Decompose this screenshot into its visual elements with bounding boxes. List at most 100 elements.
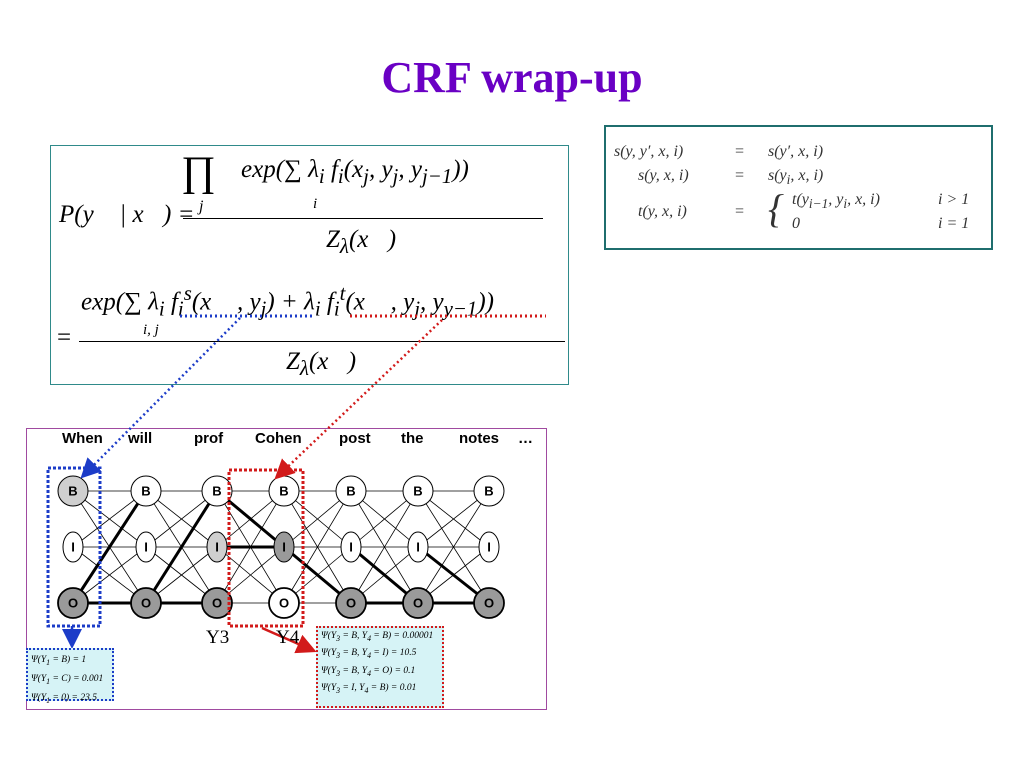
state-node-label: B bbox=[484, 484, 493, 499]
potential-row: Ψ(Y1 = C) = 0.001 bbox=[31, 673, 104, 686]
pairwise-potential-table: Ψ(Y3 = B, Y4 = B) = 0.00001 Ψ(Y3 = B, Y4… bbox=[316, 626, 444, 711]
def2-eq: = bbox=[734, 167, 745, 184]
potential-row: Ψ(Y1 = 0) = 23.5 bbox=[31, 692, 97, 705]
numerator-2: exp(∑ λi fis(x⃗ , yj) + λi fit(x⃗ , yj, … bbox=[81, 281, 494, 321]
def1-lhs: s(y, y′, x, i) bbox=[614, 143, 684, 160]
state-node-b bbox=[130, 475, 162, 507]
state-node-i bbox=[478, 531, 500, 563]
state-node-o bbox=[130, 587, 162, 619]
def3-lhs: t(y, x, i) bbox=[638, 203, 687, 220]
y3-label: Y3 bbox=[206, 627, 230, 648]
state-node-label: B bbox=[68, 484, 77, 499]
product-subscript: j bbox=[199, 198, 204, 215]
state-node-label: I bbox=[144, 540, 148, 555]
state-node-label: I bbox=[215, 540, 219, 555]
probability-formula-box: P(y⃗ | x⃗) = ∏ j exp(∑ λi fi(xj, yj, yj−… bbox=[50, 145, 569, 385]
state-node-i bbox=[62, 531, 84, 563]
state-node-label: B bbox=[279, 484, 288, 499]
state-node-label: I bbox=[282, 540, 286, 555]
sum-subscript-2: i, j bbox=[143, 322, 159, 338]
lattice-edge bbox=[417, 490, 490, 604]
unary-potential-table: Ψ(Y1 = B) = 1 Ψ(Y1 = C) = 0.001 Ψ(Y1 = 0… bbox=[26, 648, 114, 705]
state-node-o bbox=[402, 587, 434, 619]
numerator-1: exp(∑ λi fi(xj, yj, yj−1)) bbox=[241, 156, 469, 188]
slide-title: CRF wrap-up bbox=[381, 53, 643, 102]
lattice-nodes: B I O B I O B I O B I O B I O B I O B I O bbox=[57, 475, 505, 619]
def3-eq: = bbox=[734, 203, 745, 220]
denominator-1: Zλ(x⃗) bbox=[326, 226, 397, 258]
red-table-arrow bbox=[261, 626, 317, 654]
state-node-label: I bbox=[71, 540, 75, 555]
state-node-label: I bbox=[349, 540, 353, 555]
state-node-label: O bbox=[346, 596, 356, 611]
def2-rhs: s(yi, x, i) bbox=[768, 167, 824, 188]
denominator-2: Zλ(x⃗) bbox=[286, 348, 357, 380]
word-label: … bbox=[518, 430, 533, 447]
state-node-label: O bbox=[212, 596, 222, 611]
word-label: When bbox=[62, 430, 103, 447]
state-node-label: B bbox=[413, 484, 422, 499]
word-label: will bbox=[128, 430, 153, 447]
word-label: the bbox=[401, 430, 424, 447]
state-node-b bbox=[201, 475, 233, 507]
state-node-label: I bbox=[487, 540, 491, 555]
fraction-bar-2 bbox=[79, 341, 565, 342]
lattice-edge bbox=[350, 490, 419, 604]
state-node-label: O bbox=[141, 596, 151, 611]
state-node-label: O bbox=[279, 596, 289, 611]
state-node-o bbox=[201, 587, 233, 619]
lattice-edge bbox=[144, 490, 219, 604]
def3-brace: { bbox=[768, 186, 784, 231]
state-node-label: O bbox=[484, 596, 494, 611]
lattice-edge bbox=[283, 490, 352, 604]
potential-row: Ψ(Y3 = B, Y4 = I) = 10.5 bbox=[321, 648, 417, 661]
potential-row: Ψ(Y3 = I, Y4 = B) = 0.01 bbox=[321, 683, 417, 696]
state-node-i bbox=[340, 531, 362, 563]
state-node-i bbox=[273, 531, 295, 563]
definitions-box: s(y, y′, x, i) = s(y′, x, i) s(y, x, i) … bbox=[604, 125, 993, 250]
word-label: Cohen bbox=[255, 430, 302, 447]
state-node-i bbox=[206, 531, 228, 563]
formula-lhs: P(y⃗ | x⃗) = bbox=[59, 201, 195, 228]
state-node-label: B bbox=[346, 484, 355, 499]
red-pointer-arrow bbox=[274, 319, 443, 480]
state-node-b bbox=[402, 475, 434, 507]
potential-row: Ψ(Y3 = B, Y4 = B) = 0.00001 bbox=[321, 631, 434, 643]
sum-subscript-1: i bbox=[313, 196, 318, 212]
state-node-b bbox=[57, 475, 89, 507]
state-node-label: O bbox=[413, 596, 423, 611]
def2-lhs: s(y, x, i) bbox=[638, 167, 689, 184]
y4-label: Y4 bbox=[276, 627, 300, 648]
def3-cond1: i > 1 bbox=[938, 191, 970, 208]
word-label: prof bbox=[194, 430, 224, 447]
def3-case1: t(yi−1, yi, x, i) bbox=[792, 191, 880, 212]
word-label: notes bbox=[459, 430, 500, 447]
state-node-label: B bbox=[212, 484, 221, 499]
blue-selection-box bbox=[46, 466, 102, 628]
def3-case2: 0 bbox=[792, 215, 800, 232]
product-symbol: ∏ bbox=[181, 149, 216, 195]
state-node-o bbox=[57, 587, 89, 619]
red-selection-box bbox=[227, 468, 305, 628]
state-node-label: O bbox=[68, 596, 78, 611]
state-node-i bbox=[407, 531, 429, 563]
equals-sign: = bbox=[57, 324, 72, 351]
def1-eq: = bbox=[734, 143, 745, 160]
state-node-label: I bbox=[416, 540, 420, 555]
state-node-b bbox=[473, 475, 505, 507]
potential-row: … bbox=[375, 700, 385, 711]
fraction-bar-1 bbox=[183, 218, 543, 219]
def1-rhs: s(y′, x, i) bbox=[768, 143, 824, 160]
state-node-o bbox=[335, 587, 367, 619]
potential-row: Ψ(Y3 = B, Y4 = O) = 0.1 bbox=[321, 665, 416, 678]
word-label: post bbox=[339, 430, 371, 447]
state-node-i bbox=[135, 531, 157, 563]
state-node-o bbox=[268, 587, 300, 619]
def3-cond2: i = 1 bbox=[938, 215, 970, 232]
state-node-o bbox=[473, 587, 505, 619]
crf-lattice-box bbox=[26, 428, 547, 710]
state-node-label: B bbox=[141, 484, 150, 499]
potential-row: Ψ(Y1 = B) = 1 bbox=[31, 655, 87, 667]
blue-pointer-arrow bbox=[80, 317, 241, 479]
